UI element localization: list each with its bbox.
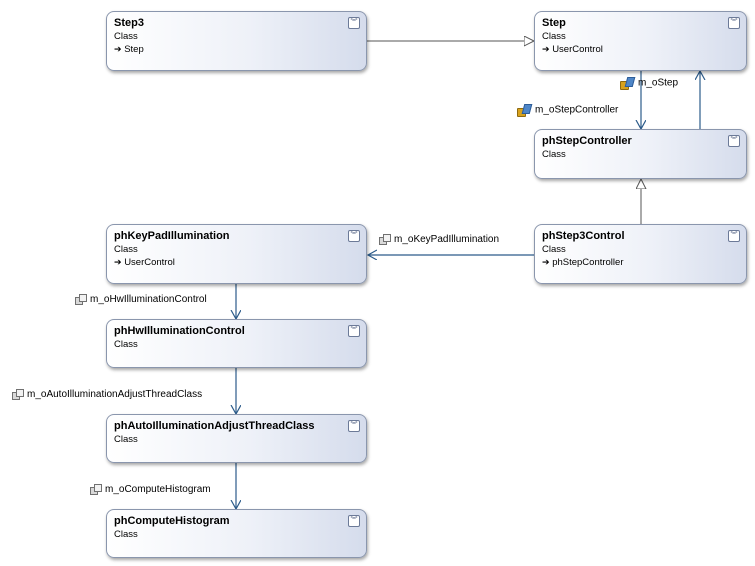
base-type-label: phStepController xyxy=(552,257,624,268)
association-label-m-oautoilluminationadjustthreadclass[interactable]: m_oAutoIlluminationAdjustThreadClass xyxy=(12,389,202,401)
base-type: ➔ phStepController xyxy=(542,256,739,270)
class-phautoilluminationadjustthreadclass[interactable]: phAutoIlluminationAdjustThreadClass Clas… xyxy=(106,414,367,463)
collapse-chevron-icon[interactable]: ︾ xyxy=(728,17,740,29)
class-name: Step3 xyxy=(114,17,144,29)
association-label: m_oStepController xyxy=(535,104,619,116)
class-kind: Class xyxy=(114,244,138,255)
class-step3[interactable]: Step3 Class ➔ Step ︾ xyxy=(106,11,367,71)
association-label: m_oKeyPadIllumination xyxy=(394,234,500,245)
inherits-icon: ➔ xyxy=(114,258,122,268)
association-label: m_oHwIlluminationControl xyxy=(90,294,207,305)
class-step[interactable]: Step Class ➔ UserControl ︾ xyxy=(534,11,747,71)
class-phstep3control[interactable]: phStep3Control Class ➔ phStepController … xyxy=(534,224,747,284)
association-label: m_oStep xyxy=(638,77,679,89)
class-kind: Class xyxy=(542,244,566,255)
collapse-chevron-icon[interactable]: ︾ xyxy=(348,325,360,337)
collapse-chevron-icon[interactable]: ︾ xyxy=(348,230,360,242)
class-name: phStep3Control xyxy=(542,230,625,242)
inherits-icon: ➔ xyxy=(542,258,550,268)
inherits-icon: ➔ xyxy=(542,45,550,55)
class-name: phStepController xyxy=(542,135,632,147)
property-icon xyxy=(620,77,634,90)
base-type: ➔ UserControl xyxy=(114,256,359,270)
field-icon xyxy=(379,234,391,246)
class-name: phKeyPadIllumination xyxy=(114,230,230,242)
base-type: ➔ UserControl xyxy=(542,43,739,57)
base-type-label: UserControl xyxy=(124,257,175,268)
class-kind: Class xyxy=(542,31,566,42)
class-phkeypadillumination[interactable]: phKeyPadIllumination Class ➔ UserControl… xyxy=(106,224,367,284)
class-name: Step xyxy=(542,17,566,29)
class-kind: Class xyxy=(114,339,138,350)
collapse-chevron-icon[interactable]: ︾ xyxy=(728,230,740,242)
class-kind: Class xyxy=(114,31,138,42)
class-phstepcontroller[interactable]: phStepController Class ︾ xyxy=(534,129,747,179)
field-icon xyxy=(75,294,87,306)
field-icon xyxy=(90,484,102,496)
inherits-icon: ➔ xyxy=(114,45,122,55)
base-type-label: UserControl xyxy=(552,44,603,55)
collapse-chevron-icon[interactable]: ︾ xyxy=(348,17,360,29)
association-label: m_oAutoIlluminationAdjustThreadClass xyxy=(27,389,203,400)
property-icon xyxy=(517,104,531,117)
association-label-m-ocomputehistogram[interactable]: m_oComputeHistogram xyxy=(90,484,211,496)
association-label-m-ohwilluminationcontrol[interactable]: m_oHwIlluminationControl xyxy=(75,294,207,306)
class-name: phComputeHistogram xyxy=(114,515,230,527)
collapse-chevron-icon[interactable]: ︾ xyxy=(348,515,360,527)
class-name: phHwIlluminationControl xyxy=(114,325,245,337)
collapse-chevron-icon[interactable]: ︾ xyxy=(348,420,360,432)
association-label-m-okeypadillumination[interactable]: m_oKeyPadIllumination xyxy=(379,234,499,246)
association-label-m-ostep[interactable]: m_oStep xyxy=(620,77,678,90)
class-name: phAutoIlluminationAdjustThreadClass xyxy=(114,420,315,432)
class-kind: Class xyxy=(114,529,138,540)
class-kind: Class xyxy=(542,149,566,160)
base-type-label: Step xyxy=(124,44,144,55)
field-icon xyxy=(12,389,24,401)
base-type: ➔ Step xyxy=(114,43,359,57)
collapse-chevron-icon[interactable]: ︾ xyxy=(728,135,740,147)
association-label-m-ostepcontroller[interactable]: m_oStepController xyxy=(517,104,618,117)
association-label: m_oComputeHistogram xyxy=(105,484,211,495)
class-phcomputehistogram[interactable]: phComputeHistogram Class ︾ xyxy=(106,509,367,558)
class-phhwilluminationcontrol[interactable]: phHwIlluminationControl Class ︾ xyxy=(106,319,367,368)
class-kind: Class xyxy=(114,434,138,445)
